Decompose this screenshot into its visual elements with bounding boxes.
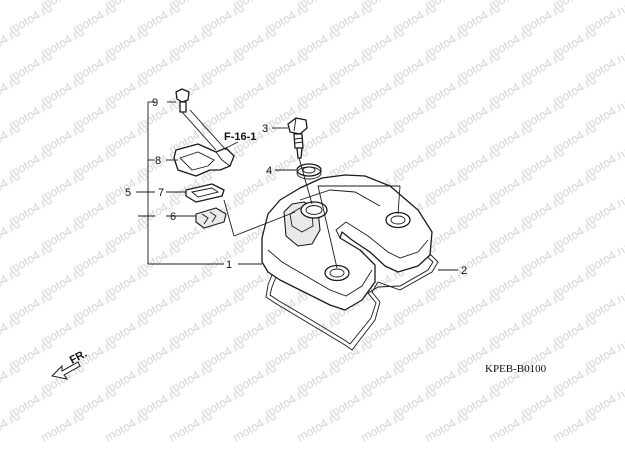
callout-4: 4 xyxy=(266,165,272,177)
callout-3: 3 xyxy=(262,123,268,135)
callout-8: 8 xyxy=(155,155,161,167)
watermark-text: moto4.ru xyxy=(103,409,151,445)
callout-6: 6 xyxy=(170,211,176,223)
callout-9: 9 xyxy=(152,97,158,109)
breather-bolt[interactable] xyxy=(175,88,190,113)
callout-1: 1 xyxy=(226,259,232,271)
watermark-text: moto4.ru xyxy=(39,409,87,445)
cover-gasket[interactable] xyxy=(265,249,439,351)
breather-housing[interactable] xyxy=(173,143,235,177)
callout-2: 2 xyxy=(461,265,467,277)
watermark-text: moto4.ru xyxy=(231,409,279,445)
sealing-washer[interactable] xyxy=(296,163,322,180)
cover-bolt[interactable] xyxy=(287,117,308,159)
diagram-code: KPEB-B0100 xyxy=(485,363,547,375)
assembly-lines xyxy=(181,109,401,269)
reference-label: F-16-1 xyxy=(224,131,256,143)
watermark-text: moto4.ru xyxy=(295,409,343,445)
watermark-text: moto4.ru xyxy=(487,409,535,445)
callout-leaders xyxy=(136,101,458,271)
watermark-text: moto4.ru xyxy=(359,409,407,445)
watermark-text: moto4.ru xyxy=(423,409,471,445)
callout-7: 7 xyxy=(158,187,164,199)
arrow-left-icon xyxy=(50,361,81,380)
breather-gasket[interactable] xyxy=(185,183,225,203)
watermark-text: moto4.ru xyxy=(551,409,599,445)
watermark-text: moto4.ru xyxy=(0,0,23,13)
callout-5: 5 xyxy=(125,187,131,199)
cylinder-head-cover[interactable] xyxy=(261,174,433,311)
separator-plate[interactable] xyxy=(195,207,227,229)
watermark-text: moto4.ru xyxy=(167,409,215,445)
